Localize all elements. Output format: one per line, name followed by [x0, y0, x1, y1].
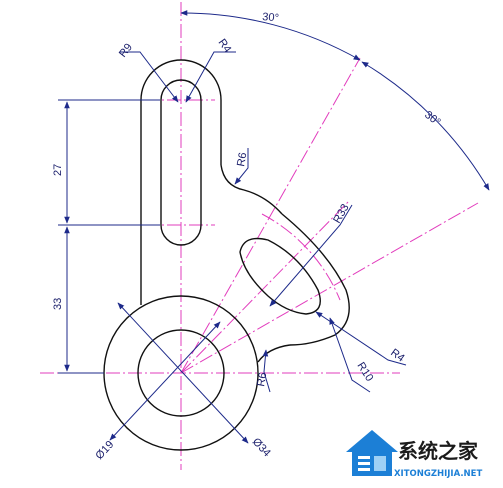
radial-centerline-30 — [180, 202, 479, 374]
house-logo-icon — [346, 430, 398, 476]
r33-label: R33 — [331, 202, 351, 225]
r9-label: R9 — [117, 41, 135, 59]
r6-lower-label: R6 — [255, 372, 269, 388]
r33-arc-centerline — [261, 213, 341, 301]
arc-slot — [239, 237, 321, 315]
part-outline — [103, 59, 350, 451]
center-lines — [40, 2, 479, 470]
dimension-labels: 30° 30° R9 R4 R6 R33 R4 R10 R6 27 33 Ø19… — [52, 11, 443, 462]
watermark: 系统之家 XITONGZHIJIA.NET — [346, 430, 482, 479]
leader-r9 — [120, 51, 179, 103]
leader-r4-top — [185, 51, 236, 103]
angle-top-label: 30° — [262, 11, 280, 24]
radial-centerline-60 — [180, 57, 361, 374]
leader-r6-upper — [234, 148, 249, 185]
dim-line-d19 — [109, 321, 221, 441]
radial-centerline-45 — [180, 199, 351, 374]
angle-arc-right — [361, 61, 490, 191]
watermark-title: 系统之家 — [398, 439, 479, 463]
r6-upper-label: R6 — [235, 152, 249, 168]
len-27-label: 27 — [52, 164, 64, 176]
r4-lower-label: R4 — [388, 347, 406, 365]
dimension-lines — [58, 10, 490, 444]
leader-r10 — [329, 317, 371, 393]
lower-fillet-curve — [257, 344, 291, 363]
len-33-label: 33 — [52, 298, 64, 310]
d34-label: Ø34 — [250, 436, 273, 459]
right-lobe-outline — [281, 213, 350, 346]
upper-fillet-curve — [220, 164, 283, 215]
r10-label: R10 — [354, 360, 375, 383]
dim-line-d34 — [117, 302, 249, 444]
upper-slot — [160, 79, 202, 246]
leader-r33 — [269, 204, 353, 307]
leader-r6-lower — [262, 349, 271, 393]
d19-label: Ø19 — [93, 439, 116, 462]
leader-r4-lower — [315, 311, 407, 366]
watermark-subtitle: XITONGZHIJIA.NET — [394, 469, 482, 479]
angle-right-label: 30° — [422, 109, 443, 129]
angle-arc-top — [180, 10, 361, 61]
